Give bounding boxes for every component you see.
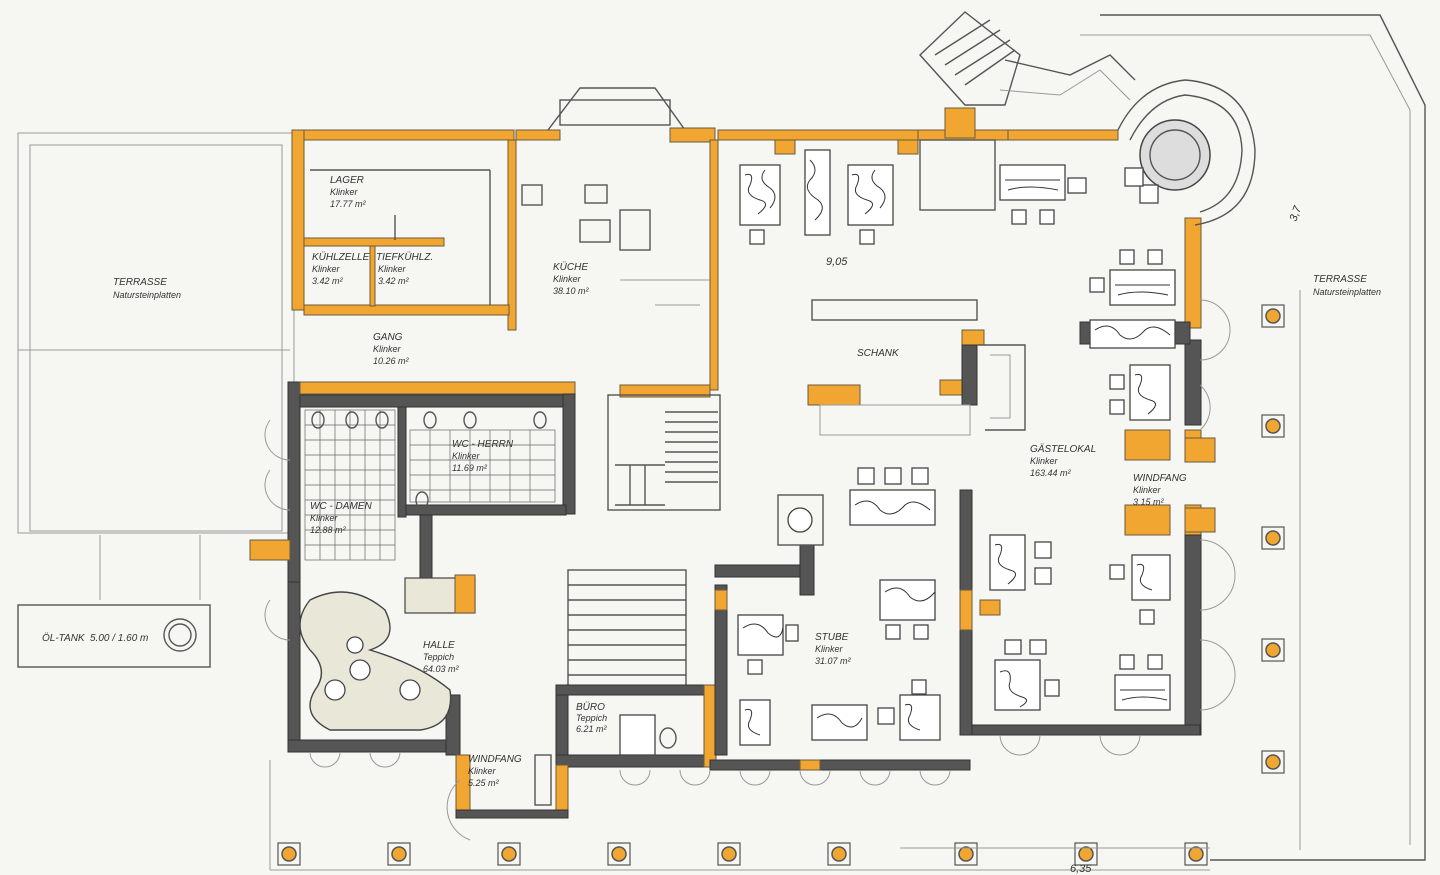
windfang-south-area: 5.25 m² [468,778,500,788]
tiefkuehl-area: 3.42 m² [378,276,410,286]
dim-right: 3,7 [1288,204,1305,223]
window-arcs [264,299,1236,841]
windfang-south-floor: Klinker [468,766,497,776]
gang-area: 10.26 m² [373,356,410,366]
dim-top: 9,05 [826,256,848,268]
halle-name: HALLE [423,640,455,651]
dining-tables [737,149,1176,746]
wc-herren-area: 11.69 m² [452,463,488,473]
gang-name: GANG [373,332,403,343]
terrasse-east-area [1080,14,1426,861]
kuehlzelle-floor: Klinker [312,264,341,274]
windfang-south-area [455,754,569,819]
north-external-stairs [919,11,1136,106]
oeltank-size: 5.00 / 1.60 m [90,633,148,644]
buero-area [555,684,717,768]
schank-name: SCHANK [857,348,900,359]
kueche-floor: Klinker [553,274,582,284]
gastelokal-name: GÄSTELOKAL [1030,443,1096,455]
main-hall-walls [709,107,1216,771]
kueche-name: KÜCHE [553,261,588,273]
windfang-east-area: 3.15 m² [1133,497,1165,507]
terrace-columns [277,304,1285,866]
gang-floor: Klinker [373,344,402,354]
tiefkuehl-floor: Klinker [378,264,407,274]
halle-floor: Teppich [423,652,454,662]
stube-name: STUBE [815,632,849,643]
room-labels: TERRASSE Natursteinplatten TERRASSE Natu… [42,175,1381,875]
stube-walls [714,589,1001,771]
wc-herren-floor: Klinker [452,451,481,461]
buero-name: BÜRO [576,701,605,713]
lager-floor: Klinker [330,187,359,197]
terrasse-east-floor: Natursteinplatten [1313,287,1381,297]
schank-bar [807,299,1026,436]
lager-area: 17.77 m² [330,199,367,209]
wc-damen-name: WC - DAMEN [310,501,372,512]
lager-name: LAGER [330,175,364,186]
terrasse-west-name: TERRASSE [113,277,167,288]
rotunda [1117,79,1256,226]
footprint-lines [269,290,1301,871]
tiefkuehl-name: TIEFKÜHLZ. [376,251,433,263]
restroom-block [287,381,576,583]
wc-damen-floor: Klinker [310,513,339,523]
kueche-area: 38.10 m² [553,286,590,296]
oil-tank [17,604,211,668]
kitchen-block [515,87,719,398]
stube-floor: Klinker [815,644,844,654]
wc-damen-area: 12.88 m² [310,525,347,535]
gastelokal-area: 163.44 m² [1030,468,1072,478]
windfang-south-name: WINDFANG [468,754,522,765]
kuehlzelle-name: KÜHLZELLE [312,251,370,263]
oeltank-label: ÖL-TANK [42,632,86,644]
gastelokal-floor: Klinker [1030,456,1059,466]
kuehlzelle-area: 3.42 m² [312,276,344,286]
terrasse-east-name: TERRASSE [1313,274,1367,285]
halle-area: 64.03 m² [423,664,460,674]
stube-area: 31.07 m² [815,656,852,666]
windfang-east-floor: Klinker [1133,485,1162,495]
windfang-east-name: WINDFANG [1133,473,1187,484]
south-stairs [567,569,687,691]
terrasse-west-area [17,132,295,600]
storage-block [291,129,517,331]
dim-bottom: 6,35 [1070,863,1092,875]
halle-area [249,514,476,756]
buero-area: 6.21 m² [576,724,608,734]
buero-floor: Teppich [576,713,607,723]
central-stairs [607,394,721,511]
wc-herren-name: WC - HERRN [452,439,514,450]
terrasse-west-floor: Natursteinplatten [113,290,181,300]
